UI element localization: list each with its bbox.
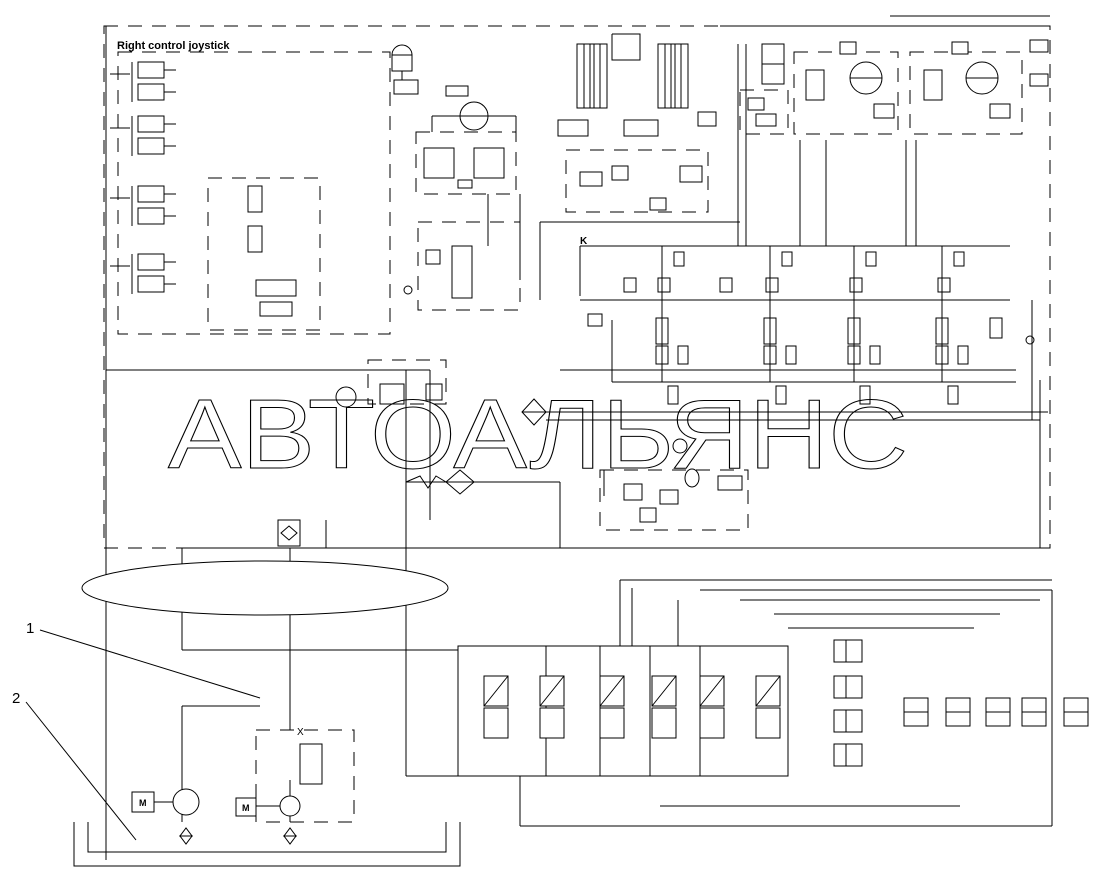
joystick-panel: Right control joystick bbox=[110, 40, 391, 335]
filter-block bbox=[277, 519, 301, 547]
pump-unit: X M M bbox=[131, 727, 355, 845]
svg-text:K: K bbox=[580, 236, 588, 247]
brake-valve bbox=[739, 89, 789, 135]
motor-label-1: M bbox=[139, 798, 147, 808]
port-x: X bbox=[297, 727, 304, 738]
central-manifold bbox=[81, 560, 449, 616]
pipelines bbox=[181, 15, 1053, 827]
travel-motor-left bbox=[793, 41, 899, 135]
return-check-valve bbox=[521, 398, 547, 426]
travel-motor-right bbox=[909, 39, 1049, 135]
pilot-pump-block bbox=[335, 359, 447, 408]
callout-1: 1 bbox=[26, 620, 261, 699]
pressure-control-group bbox=[599, 438, 749, 531]
motor-label-2: M bbox=[242, 803, 250, 813]
accumulator bbox=[391, 44, 419, 95]
lower-valve-bank bbox=[457, 639, 1089, 777]
joystick-title: Right control joystick bbox=[117, 40, 230, 52]
watermark: АВТОАЛЬЯНС bbox=[168, 379, 908, 489]
callout-2-number: 2 bbox=[12, 690, 20, 707]
swing-motor-circuit bbox=[415, 85, 517, 195]
callout-1-number: 1 bbox=[26, 620, 34, 637]
oil-tank bbox=[73, 822, 461, 867]
joystick-valves bbox=[110, 61, 321, 331]
cylinder-control-block bbox=[557, 111, 717, 213]
valve-sections bbox=[623, 246, 969, 405]
hydraulic-cylinders bbox=[576, 33, 785, 109]
boom-valve-group bbox=[403, 221, 521, 311]
callout-2: 2 bbox=[12, 690, 137, 841]
system-boundary bbox=[103, 25, 1051, 860]
